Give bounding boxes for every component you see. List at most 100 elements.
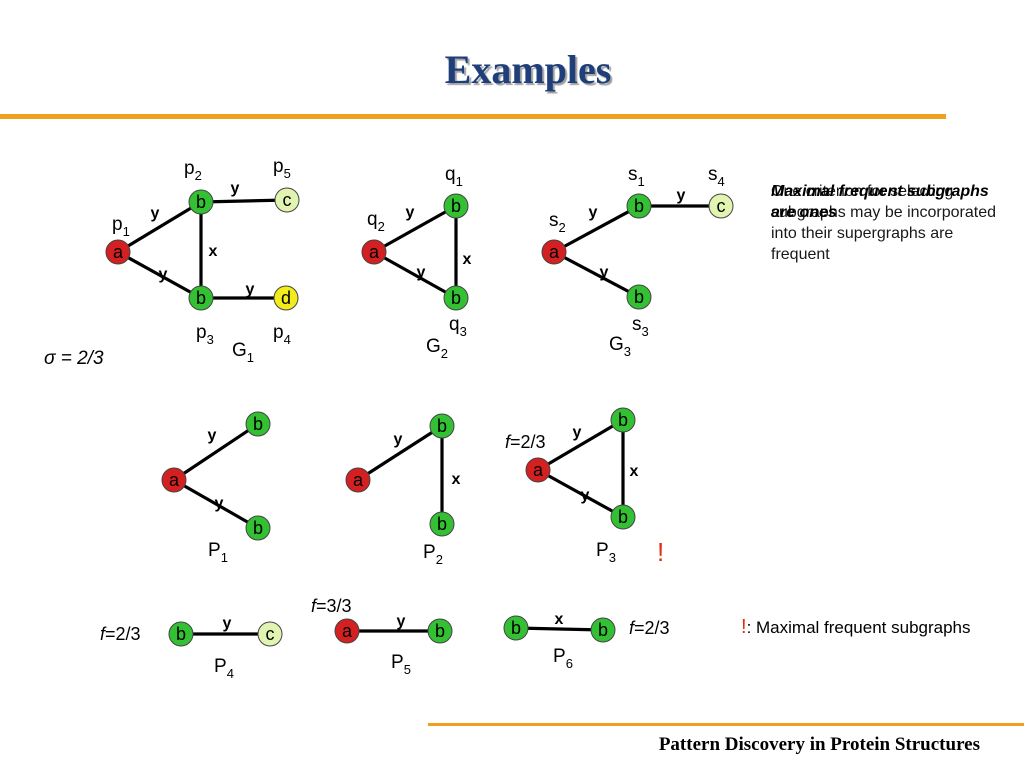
node-label: a: [533, 460, 544, 480]
legend: !: Maximal frequent subgraphs: [741, 616, 971, 639]
title-divider: [0, 114, 946, 119]
edge-g1-a-g1-b2: [117, 250, 202, 300]
node-p3-b2: b: [610, 504, 636, 530]
node-circle: [443, 193, 469, 219]
node-label: b: [618, 507, 628, 527]
edge-label: y: [231, 180, 240, 197]
edge-label: y: [246, 281, 255, 298]
footer-divider: [428, 723, 1024, 726]
edge-label: y: [223, 615, 232, 632]
node-label: b: [451, 196, 461, 216]
graph-label-p3: p3: [196, 322, 214, 347]
graph-label-s4: s4: [708, 164, 725, 189]
node-p1-b2: b: [245, 515, 271, 541]
node-circle: [161, 467, 187, 493]
edge-label: y: [208, 427, 217, 444]
node-g1-b1: b: [188, 189, 214, 215]
node-p5-a: a: [334, 618, 360, 644]
graph-label-p4: p4: [273, 322, 291, 347]
graph-label-P3: P3: [596, 540, 616, 565]
node-p2-b2: b: [429, 511, 455, 537]
node-circle: [525, 457, 551, 483]
edge-g2-a-g2-b2: [373, 250, 457, 300]
node-p3-b1: b: [610, 407, 636, 433]
edge-label: y: [417, 264, 426, 281]
legend-text: : Maximal frequent subgraphs: [746, 618, 971, 637]
note-overlay-text: Maximal frequent subgraphs are ones: [771, 183, 989, 221]
edge-label: x: [463, 251, 472, 268]
node-circle: [168, 621, 194, 647]
node-p4-c: c: [257, 621, 283, 647]
graph-label-P2: P2: [423, 542, 443, 567]
edge-g2-a-g2-b1: [373, 204, 457, 254]
node-label: b: [511, 618, 521, 638]
node-p1-b1: b: [245, 411, 271, 437]
node-circle: [345, 467, 371, 493]
node-g3-b2: b: [626, 284, 652, 310]
edge-label: x: [555, 611, 564, 628]
node-p5-b: b: [427, 618, 453, 644]
graph-label-q3: q3: [449, 314, 467, 339]
node-label: a: [113, 242, 124, 262]
node-label: b: [618, 410, 628, 430]
node-label: b: [196, 288, 206, 308]
node-p6-b1: b: [503, 615, 529, 641]
node-label: b: [253, 414, 263, 434]
node-circle: [610, 407, 636, 433]
node-label: c: [283, 190, 292, 210]
node-p2-b1: b: [429, 413, 455, 439]
node-g3-b1: b: [626, 193, 652, 219]
node-circle: [541, 239, 567, 265]
edge-label: y: [600, 264, 609, 281]
sigma-threshold-label: σ = 2/3: [44, 348, 104, 369]
node-p4-b: b: [168, 621, 194, 647]
node-circle: [188, 189, 214, 215]
edge-label: y: [573, 424, 582, 441]
node-circle: [257, 621, 283, 647]
edge-g1-b1-g1-c: [200, 198, 288, 204]
graph-label-P4: P4: [214, 656, 234, 681]
node-p6-b2: b: [590, 617, 616, 643]
graph-label-p1: p1: [112, 214, 130, 239]
edge-g3-a-g3-b2: [553, 250, 640, 299]
frequency-f-p5: f=3/3: [311, 596, 352, 616]
graph-label-P6: P6: [553, 646, 573, 671]
edge-label: y: [394, 431, 403, 448]
node-circle: [361, 239, 387, 265]
edge-p1-a-p1-b1: [173, 422, 259, 482]
graph-label-P5: P5: [391, 652, 411, 677]
edge-p1-a-p1-b2: [173, 478, 259, 530]
edge-label: y: [581, 487, 590, 504]
edge-label: x: [452, 471, 461, 488]
node-label: b: [437, 416, 447, 436]
edge-g3-a-g3-b1: [553, 204, 640, 254]
edge-label: y: [151, 205, 160, 222]
node-g1-a: a: [105, 239, 131, 265]
node-label: a: [169, 470, 180, 490]
node-label: a: [369, 242, 380, 262]
node-label: b: [598, 620, 608, 640]
edge-label: x: [630, 463, 639, 480]
node-p3-a: a: [525, 457, 551, 483]
node-label: b: [437, 514, 447, 534]
graph-label-G2: G2: [426, 336, 448, 361]
frequency-f-p4: f=2/3: [100, 624, 141, 644]
node-circle: [188, 285, 214, 311]
maximal-mark: !: [657, 537, 664, 567]
frequency-labels-layer: f=2/3f=2/3f=3/3f=2/3: [100, 432, 670, 644]
node-label: b: [253, 518, 263, 538]
edge-label: y: [215, 495, 224, 512]
node-label: d: [281, 288, 291, 308]
node-circle: [590, 617, 616, 643]
node-g2-b1: b: [443, 193, 469, 219]
node-label: c: [717, 196, 726, 216]
node-g1-c: c: [274, 187, 300, 213]
node-label: b: [451, 288, 461, 308]
edges-layer: [117, 198, 721, 636]
node-label: b: [634, 196, 644, 216]
graph-label-P1: P1: [208, 540, 228, 565]
